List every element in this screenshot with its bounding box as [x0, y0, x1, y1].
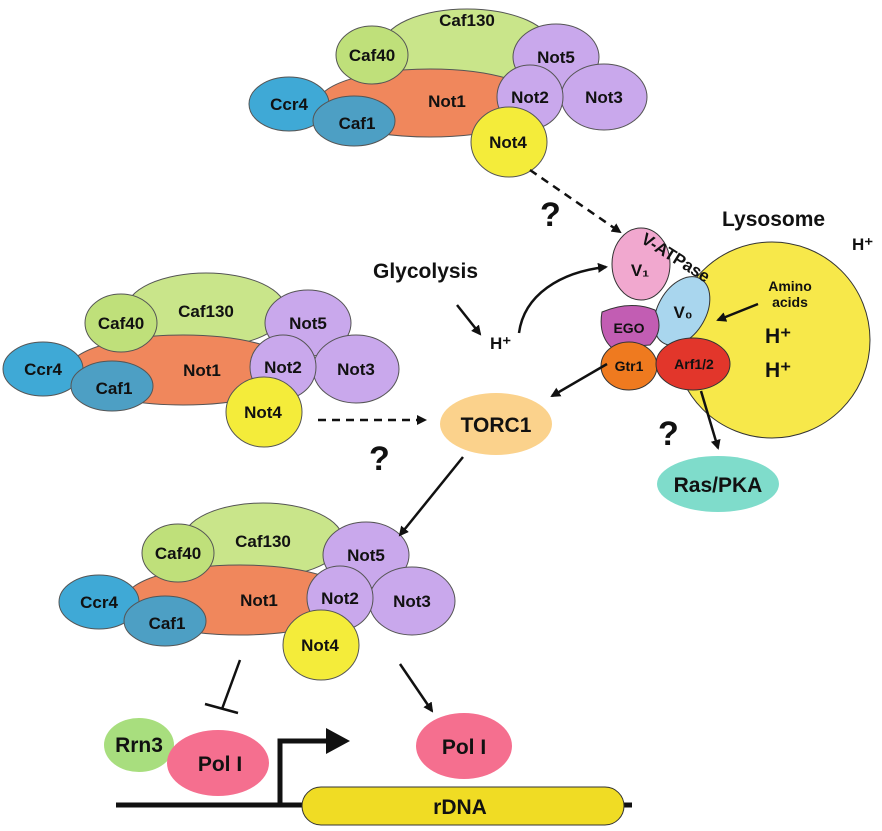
arrow-hplus-to-v1	[517, 262, 608, 334]
dashed-arrow-top-to-vatpase	[529, 168, 622, 234]
ras-pka-node	[657, 456, 779, 512]
glycolysis-label: Glycolysis	[373, 260, 478, 283]
question-mark-right: ?	[658, 415, 679, 453]
not1-label: Not1	[240, 591, 278, 610]
promoter-arrow	[277, 738, 330, 805]
not4-label: Not4	[301, 636, 339, 655]
ccr4-label: Ccr4	[80, 593, 118, 612]
caf40-subunit	[141, 523, 215, 583]
not3-label: Not3	[585, 88, 623, 107]
arrow-amino-acids-to-v0	[716, 302, 759, 322]
caf40-label: Caf40	[155, 544, 201, 563]
caf1-label: Caf1	[339, 114, 376, 133]
caf1-subunit	[123, 595, 207, 647]
caf130-label: Caf130	[235, 532, 291, 551]
question-mark-middle: ?	[369, 440, 390, 478]
ccr4-label: Ccr4	[270, 95, 308, 114]
not1-label: Not1	[428, 92, 466, 111]
v0-label: V₀	[673, 303, 692, 322]
not2-label: Not2	[511, 88, 549, 107]
caf1-subunit	[312, 95, 396, 147]
arrow-arf-to-ras-pka	[699, 390, 721, 450]
not4-subunit	[282, 609, 360, 681]
caf1-subunit	[70, 360, 154, 412]
arrows	[204, 168, 759, 715]
ras-pka-label: Ras/PKA	[674, 474, 763, 497]
not4-subunit	[470, 106, 548, 178]
arrow-torc1-to-bottom-complex	[398, 456, 464, 537]
caf40-subunit	[335, 25, 409, 85]
not5-label: Not5	[537, 48, 575, 67]
rrn3-label: Rrn3	[115, 734, 163, 757]
ccr4-label: Ccr4	[24, 360, 62, 379]
torc1-node	[440, 393, 552, 455]
caf130-label: Caf130	[178, 302, 234, 321]
not3-label: Not3	[393, 592, 431, 611]
not1-label: Not1	[183, 361, 221, 380]
caf1-label: Caf1	[96, 379, 133, 398]
lysosome-h-plus-1: H⁺	[765, 325, 791, 348]
ego-complex	[600, 305, 660, 349]
v1-label: V₁	[631, 261, 649, 280]
arrow-complex-to-pol-right	[398, 663, 434, 713]
question-mark-top: ?	[540, 196, 561, 234]
arf12-protein	[655, 337, 731, 391]
amino-acids-label-line2: acids	[772, 294, 808, 310]
not5-label: Not5	[347, 546, 385, 565]
lysosome-title: Lysosome	[722, 208, 825, 231]
not3-label: Not3	[337, 360, 375, 379]
amino-acids-label-line1: Amino	[768, 278, 812, 294]
promoter-arrowhead	[326, 728, 350, 754]
inhibition-line	[220, 659, 242, 710]
arrow-glycolysis-to-hplus	[456, 304, 482, 336]
not2-label: Not2	[321, 589, 359, 608]
cytosolic-h-plus-label: H⁺	[490, 334, 511, 353]
arf12-label: Arf1/2	[674, 356, 714, 372]
v1-domain	[611, 227, 671, 301]
caf40-label: Caf40	[98, 314, 144, 333]
torc1-label: TORC1	[461, 414, 532, 437]
lysosome-group: Lysosome H⁺ Amino acids H⁺ H⁺ V-ATPase V…	[600, 208, 873, 439]
caf40-subunit	[84, 293, 158, 353]
lysosome-h-plus-2: H⁺	[765, 359, 791, 382]
ccr4-not-complex-middle: Caf130 Not5 Caf40 Not1 Not2 Not3 Ccr4 Ca…	[2, 272, 400, 448]
caf40-label: Caf40	[349, 46, 395, 65]
ego-label: EGO	[613, 320, 644, 336]
not2-label: Not2	[264, 358, 302, 377]
not4-subunit	[225, 376, 303, 448]
ccr4-not-complex-top: Caf130 Not5 Caf40 Not1 Not2 Not3 Ccr4 Ca…	[248, 8, 648, 178]
inhibition-bar	[204, 702, 239, 715]
rrn3-protein	[104, 718, 174, 772]
ccr4-not-complex-bottom: Caf130 Not5 Caf40 Not1 Not2 Not3 Ccr4 Ca…	[58, 502, 456, 681]
not4-label: Not4	[244, 403, 282, 422]
caf130-label: Caf130	[439, 11, 495, 30]
not5-label: Not5	[289, 314, 327, 333]
transcription-group: rDNA Rrn3 Pol I Pol I	[104, 713, 632, 826]
pol-i-left	[167, 730, 269, 796]
v0-domain	[653, 276, 711, 346]
not4-label: Not4	[489, 133, 527, 152]
pol-i-right-label: Pol I	[442, 736, 486, 759]
gtr1-label: Gtr1	[615, 358, 644, 374]
pol-i-left-label: Pol I	[198, 753, 242, 776]
rdna-label: rDNA	[433, 796, 487, 819]
caf1-label: Caf1	[149, 614, 186, 633]
rdna-gene	[301, 786, 625, 826]
lysosome-h-plus-outside: H⁺	[852, 235, 873, 254]
arrow-gtr1-to-torc1	[550, 362, 608, 398]
pol-i-right	[416, 713, 512, 779]
